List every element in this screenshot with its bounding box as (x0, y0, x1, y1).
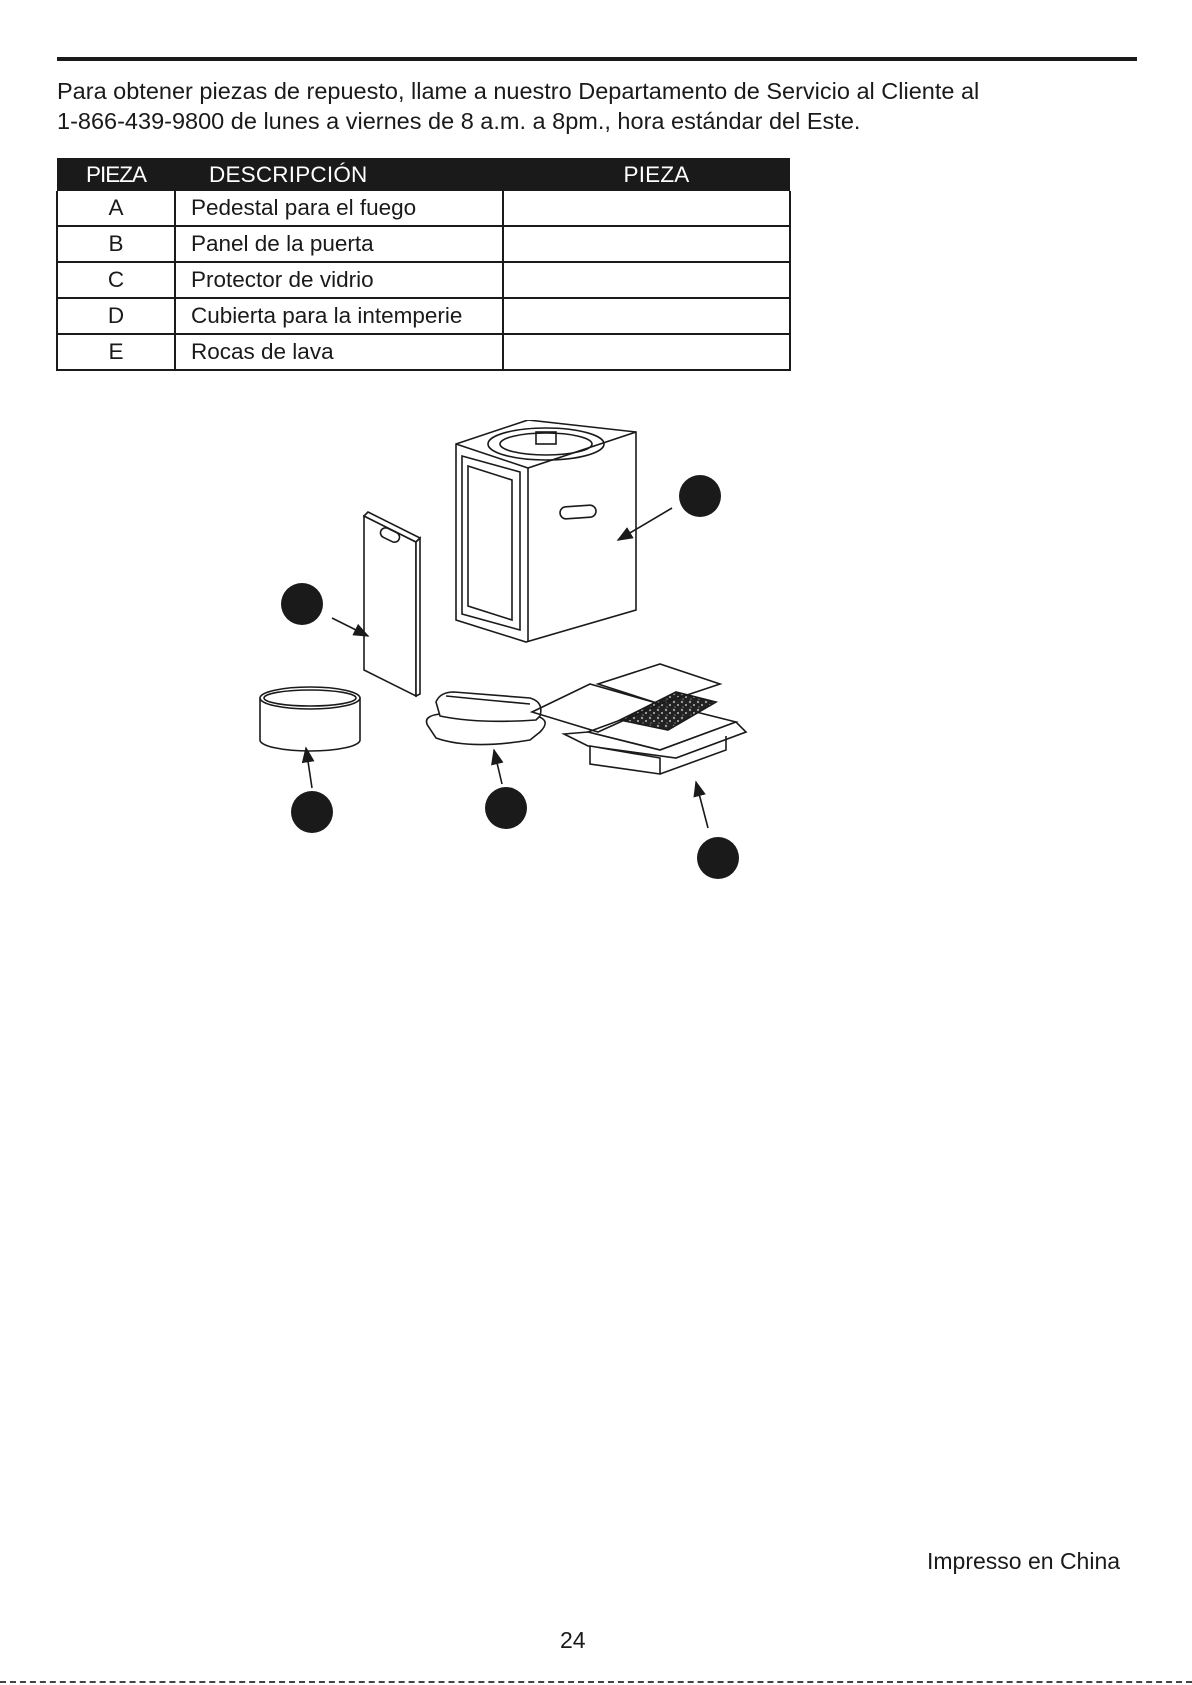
page-number: 24 (560, 1627, 586, 1653)
part-description: Pedestal para el fuego (175, 191, 504, 227)
table-row: A Pedestal para el fuego (56, 191, 791, 227)
part-number-cell (503, 334, 791, 371)
parts-table: PIEZA DESCRIPCIÓN PIEZA A Pedestal para … (56, 158, 791, 371)
part-description: Cubierta para la intemperie (175, 298, 504, 335)
part-letter: C (56, 262, 176, 299)
bottom-rule (0, 1681, 1192, 1684)
callout-c-marker (291, 791, 333, 833)
fire-pit-pedestal-illustration (455, 420, 673, 643)
callout-d-marker (485, 787, 527, 829)
top-rule (57, 57, 1137, 61)
part-description: Protector de vidrio (175, 262, 504, 299)
intro-line-1: Para obtener piezas de repuesto, llame a… (57, 78, 980, 104)
callout-e-marker (697, 837, 739, 879)
callout-a-marker (679, 475, 721, 517)
glass-guard-illustration (259, 686, 361, 789)
table-row: B Panel de la puerta (56, 226, 791, 263)
part-number-cell (503, 191, 791, 227)
part-number-cell (503, 226, 791, 263)
part-number-cell (503, 262, 791, 299)
part-letter: B (56, 226, 176, 263)
intro-text: Para obtener piezas de repuesto, llame a… (57, 76, 1117, 136)
part-letter: A (56, 191, 176, 227)
table-row: C Protector de vidrio (56, 262, 791, 299)
part-description: Rocas de lava (175, 334, 504, 371)
lava-rocks-illustration (529, 663, 748, 829)
door-panel-illustration (331, 511, 422, 698)
printed-in-note: Impresso en China (927, 1548, 1121, 1574)
callout-b-marker (281, 583, 323, 625)
part-letter: E (56, 334, 176, 371)
header-description: DESCRIPCIÓN (175, 158, 503, 191)
part-number-cell (503, 298, 791, 335)
header-part-number: PIEZA (503, 158, 790, 191)
parts-table-header: PIEZA DESCRIPCIÓN PIEZA (57, 158, 790, 191)
parts-diagram (259, 420, 748, 879)
table-row: D Cubierta para la intemperie (56, 298, 791, 335)
part-description: Panel de la puerta (175, 226, 504, 263)
weather-cover-illustration (425, 691, 546, 785)
table-row: E Rocas de lava (56, 334, 791, 371)
intro-line-2: 1-866-439-9800 de lunes a viernes de 8 a… (57, 108, 861, 134)
header-part: PIEZA (57, 158, 175, 191)
part-letter: D (56, 298, 176, 335)
